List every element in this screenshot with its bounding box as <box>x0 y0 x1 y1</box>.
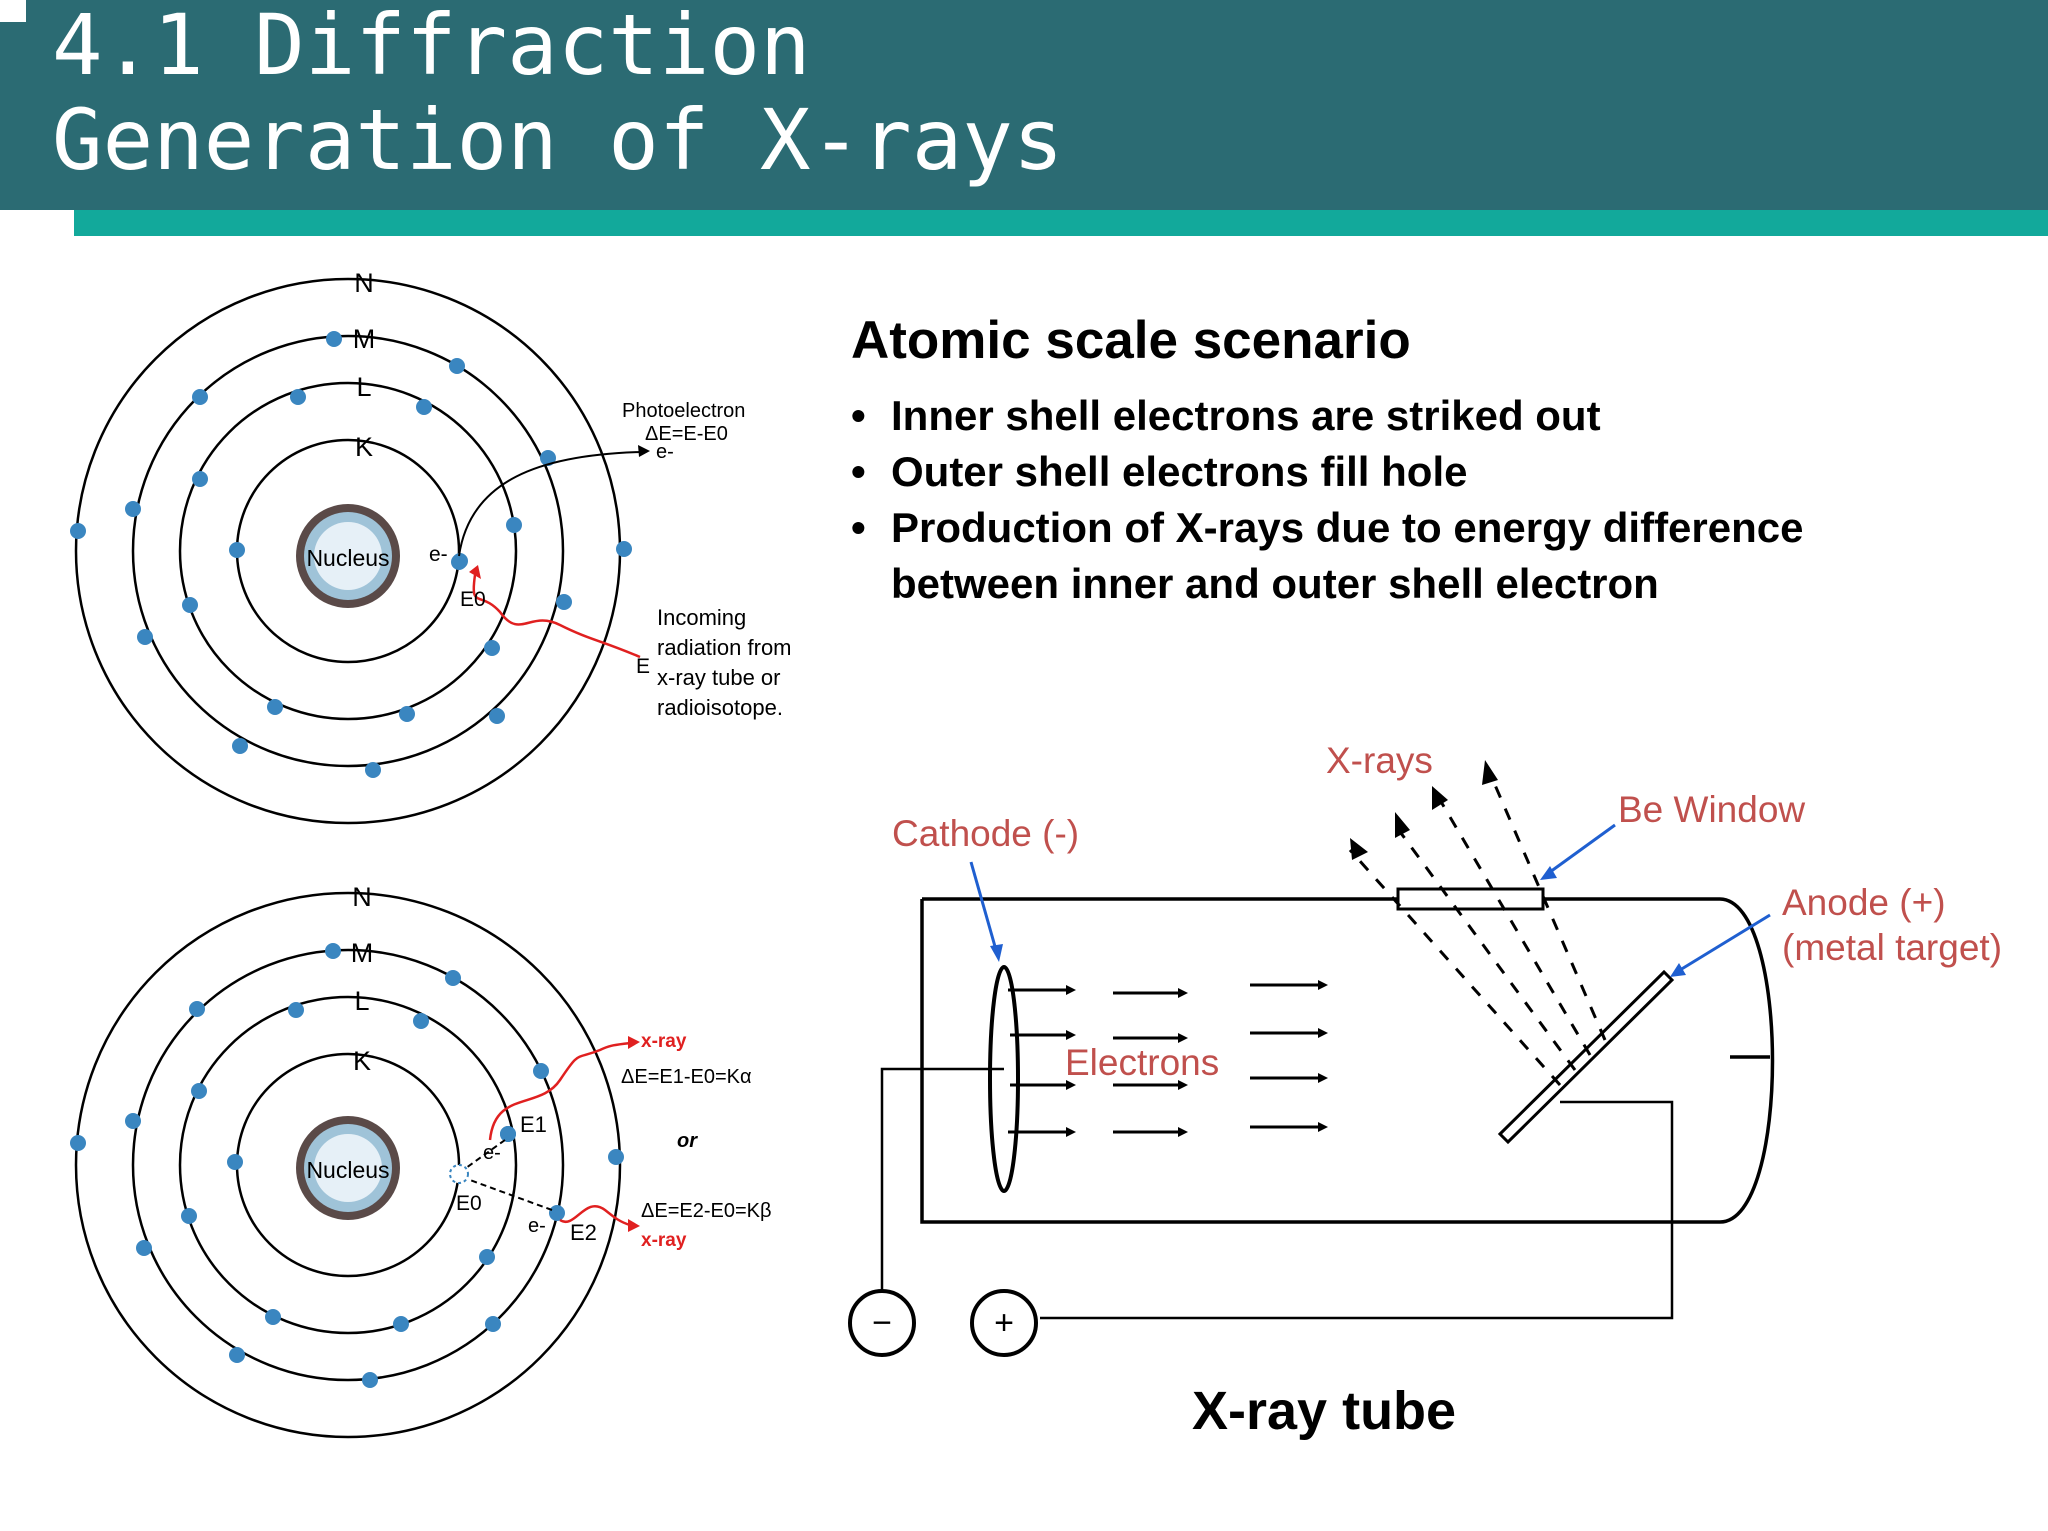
photoelectron-energy: ΔE=E-E0 <box>645 423 728 445</box>
nucleus <box>296 504 400 608</box>
shell-m-orbit <box>131 334 565 768</box>
electron-label-2: e- <box>528 1215 546 1237</box>
anode-target <box>1497 969 1675 1145</box>
incoming-radiation-arrowhead <box>469 565 481 579</box>
shell-label-n: N <box>354 268 374 298</box>
electron-dots <box>70 331 632 778</box>
title-bar: 4.1 Diffraction Generation of X-rays <box>0 0 2048 210</box>
k-beta-equation: ΔE=E2-E0=Kβ <box>641 1200 772 1222</box>
nucleus-label-2: Nucleus <box>306 1157 389 1183</box>
anode-label-line-2: (metal target) <box>1782 927 2002 968</box>
shell-l-orbit-2 <box>178 995 518 1335</box>
electron-dots-2 <box>70 943 624 1388</box>
be-window-pointer-arrowhead <box>1540 866 1557 880</box>
shell-n-orbit-2 <box>74 891 622 1439</box>
slide-title-line-1: 4.1 Diffraction <box>52 0 811 94</box>
bullet-item: Production of X-rays due to energy diffe… <box>851 500 1981 612</box>
shell-label-n-2: N <box>352 882 372 912</box>
ejected-electron-dot <box>451 554 467 570</box>
e0-label: E0 <box>456 1192 482 1215</box>
shell-label-m-2: M <box>351 938 374 968</box>
e2-electron-dot <box>549 1205 565 1221</box>
plus-symbol: + <box>994 1304 1014 1342</box>
photoelectron-arrowhead <box>638 445 650 457</box>
bullet-item: Inner shell electrons are striked out <box>851 388 1981 444</box>
cathode-wire <box>880 1067 1004 1292</box>
cathode-pointer-line <box>969 861 998 951</box>
nucleus-2 <box>296 1116 400 1220</box>
minus-terminal <box>848 1289 916 1357</box>
plus-terminal <box>970 1289 1038 1357</box>
cathode-pointer-arrowhead <box>990 944 1003 962</box>
shell-label-k: K <box>355 432 373 462</box>
x-ray-beta-path <box>559 1205 631 1227</box>
be-window <box>1396 887 1545 911</box>
section-heading: Atomic scale scenario <box>851 311 1411 370</box>
anode-pointer-line <box>1679 913 1771 972</box>
cathode-label: Cathode (-) <box>892 813 1079 854</box>
cathode-filament <box>988 965 1020 1193</box>
tube-caption: X-ray tube <box>1192 1381 1457 1441</box>
bullet-item: Outer shell electrons fill hole <box>851 444 1981 500</box>
incoming-text-line-4: radioisotope. <box>657 695 783 720</box>
anode-pointer-arrowhead <box>1670 963 1686 977</box>
x-ray-alpha-path <box>488 1041 631 1141</box>
title-bar-notch <box>0 0 26 22</box>
photoelectron-title: Photoelectron <box>622 400 745 422</box>
incoming-text-line-1: Incoming <box>657 605 746 630</box>
e2-label: E2 <box>570 1220 597 1245</box>
k-alpha-equation: ΔE=E1-E0=Kα <box>621 1066 752 1088</box>
e1-transition <box>465 1139 506 1169</box>
x-rays-label: X-rays <box>1326 740 1433 781</box>
e2-transition <box>469 1179 553 1211</box>
x-ray-alpha-arrowhead <box>628 1036 640 1049</box>
shell-label-m: M <box>353 324 376 354</box>
be-window-pointer-line <box>1549 823 1616 874</box>
accent-bar <box>74 210 2048 236</box>
x-ray-beams <box>1348 784 1607 1086</box>
shell-label-l-2: L <box>354 986 369 1016</box>
photoelectron-symbol: e- <box>656 441 674 463</box>
minus-symbol: − <box>872 1304 892 1342</box>
electrons-label: Electrons <box>1065 1042 1219 1083</box>
nucleus-label: Nucleus <box>306 545 389 571</box>
electron-arrows <box>1008 983 1320 1134</box>
or-label: or <box>677 1130 698 1152</box>
slide-title-line-2: Generation of X-rays <box>52 91 1064 189</box>
anode-label-line-1: Anode (+) <box>1782 882 1946 923</box>
vacancy-hole <box>449 1164 469 1184</box>
tube-end-cap <box>1719 897 1775 1224</box>
bullet-list: Inner shell electrons are striked out Ou… <box>851 388 1981 612</box>
e1-label: E1 <box>520 1112 547 1137</box>
shell-l-orbit <box>178 381 518 721</box>
electron-label-1: e- <box>483 1142 501 1164</box>
photoelectron-path <box>458 451 641 557</box>
electron-label: e- <box>429 543 448 566</box>
incoming-radiation-path <box>472 574 641 659</box>
x-ray-beta-arrowhead <box>628 1219 640 1232</box>
ground-energy-label: E0 <box>460 588 486 611</box>
incoming-text-line-3: x-ray tube or <box>657 665 781 690</box>
x-ray-beam-arrowheads <box>1350 760 1498 860</box>
anode-wire <box>1040 1100 1674 1320</box>
x-ray-alpha-label: x-ray <box>641 1031 687 1052</box>
incoming-energy-label: E <box>636 655 650 678</box>
e1-electron-dot <box>500 1126 516 1142</box>
shell-m-orbit-2 <box>131 948 565 1382</box>
incoming-text-line-2: radiation from <box>657 635 792 660</box>
tube-body-outline <box>920 899 1720 1224</box>
shell-label-k-2: K <box>353 1046 371 1076</box>
be-window-label: Be Window <box>1618 789 1805 830</box>
shell-label-l: L <box>356 372 371 402</box>
x-ray-beta-label: x-ray <box>641 1230 687 1251</box>
